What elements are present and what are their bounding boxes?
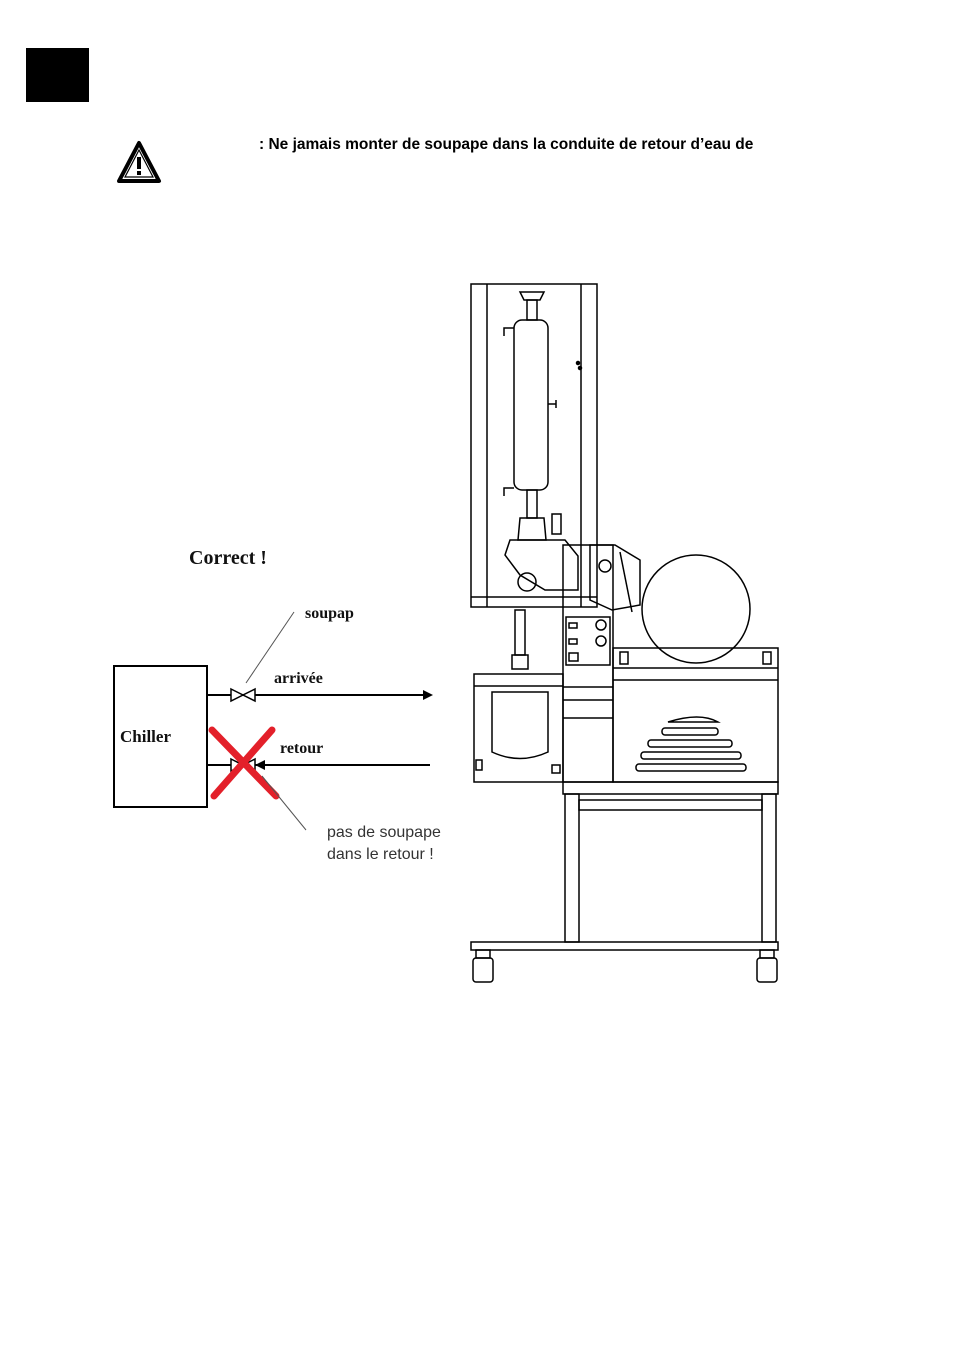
inlet-label: arrivée	[274, 670, 323, 687]
supply-arrow	[423, 690, 433, 700]
warning-triangle-icon	[117, 141, 161, 183]
correct-label: Correct !	[189, 547, 267, 569]
warning-text: : Ne jamais monter de soupape dans la co…	[259, 136, 754, 153]
note-leader-line	[261, 775, 307, 831]
chiller-label: Chiller	[120, 727, 171, 746]
return-label: retour	[280, 740, 323, 757]
note-line-1: pas de soupape	[327, 824, 441, 841]
valve-label: soupap	[305, 605, 354, 622]
page-section-marker	[26, 48, 89, 102]
supply-valve-icon	[230, 687, 256, 703]
valve-leader-line	[245, 611, 295, 684]
forbidden-cross-icon	[208, 726, 280, 800]
return-arrow	[255, 760, 265, 770]
chiller-box	[113, 665, 208, 808]
note-line-2: dans le retour !	[327, 846, 434, 863]
rotary-evaporator-drawing	[470, 283, 779, 983]
